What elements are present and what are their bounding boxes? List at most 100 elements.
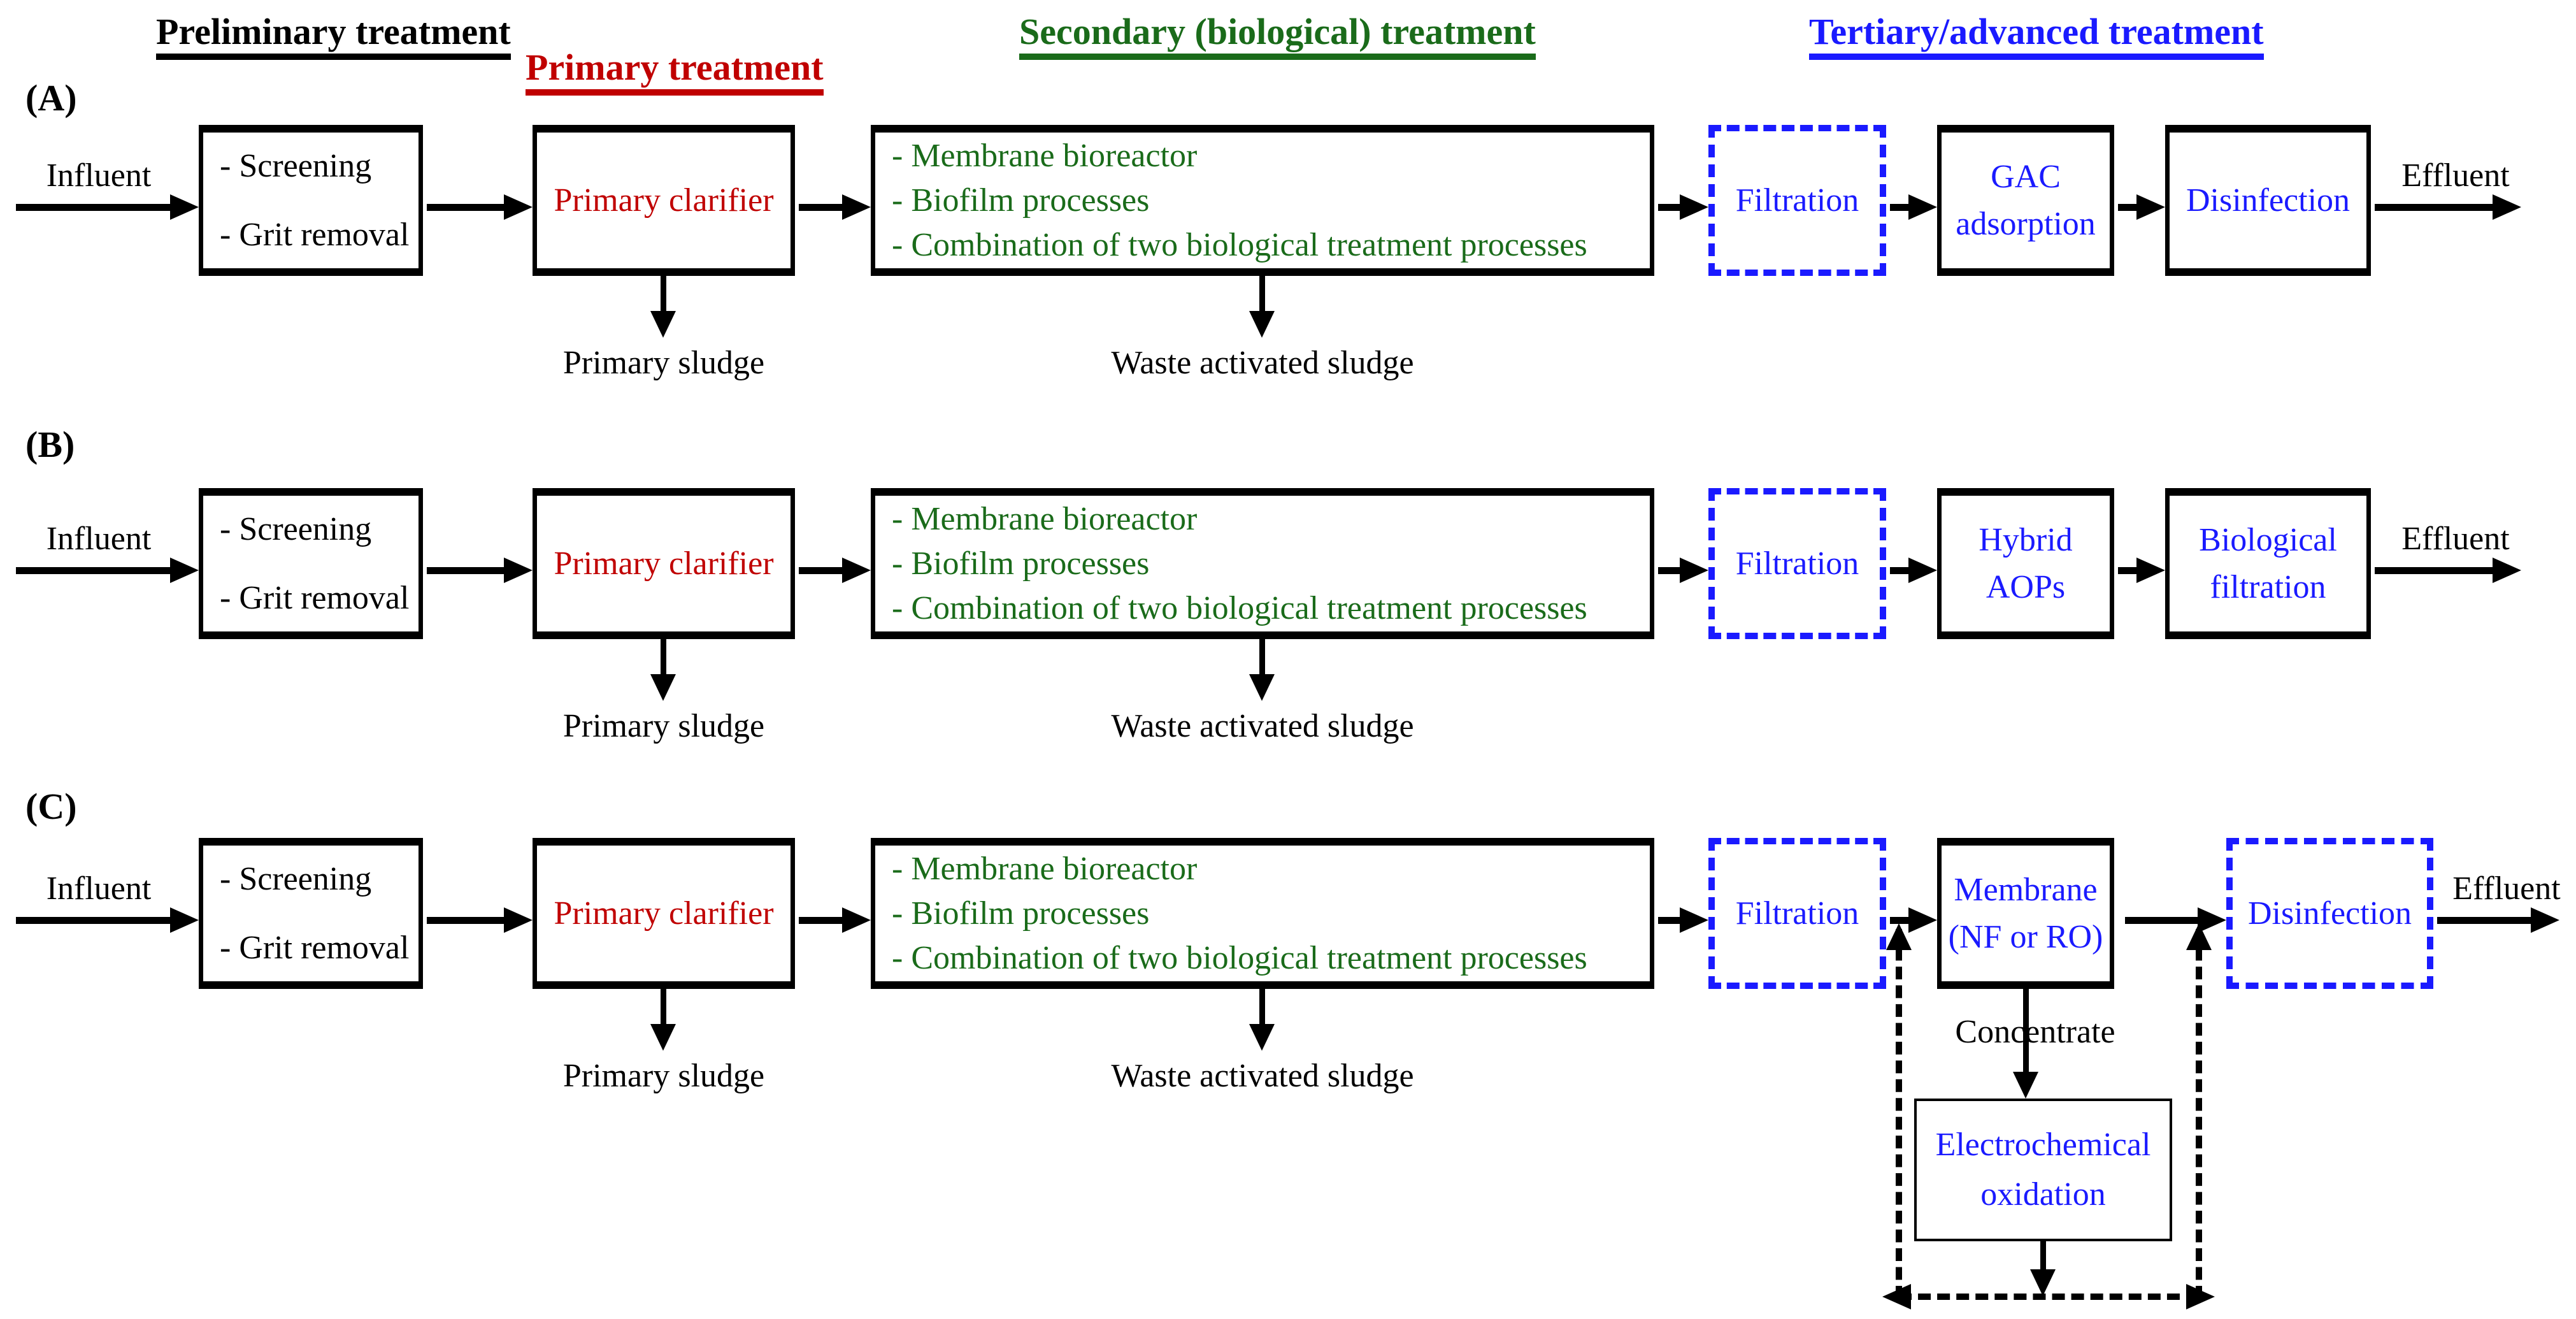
filtration-box: Filtration bbox=[1708, 838, 1886, 989]
preliminary-box: - Screening - Grit removal bbox=[199, 488, 423, 639]
influent-label: Influent bbox=[46, 521, 152, 557]
screening-line: - Screening bbox=[220, 147, 372, 184]
primary-sludge-arrow bbox=[661, 276, 666, 312]
screening-line: - Screening bbox=[220, 860, 372, 897]
arrow bbox=[427, 567, 504, 574]
combination-processes-line: - Combination of two biological treatmen… bbox=[892, 226, 1587, 263]
membrane-line: Membrane bbox=[1954, 871, 2098, 908]
biofilm-processes-line: - Biofilm processes bbox=[892, 545, 1150, 582]
recycle-dashed-line-right bbox=[2196, 929, 2202, 1299]
recycle-dashed-line-bottom bbox=[1899, 1294, 2199, 1300]
primary-sludge-label: Primary sludge bbox=[562, 708, 765, 744]
disinfection-label: Disinfection bbox=[2247, 895, 2412, 932]
filtration-box: Filtration bbox=[1708, 488, 1886, 639]
influent-label: Influent bbox=[46, 870, 152, 907]
filtration-box: Filtration bbox=[1708, 125, 1886, 276]
secondary-treatment-box: - Membrane bioreactor - Biofilm processe… bbox=[871, 838, 1654, 989]
electro-outlet-arrowhead bbox=[2030, 1269, 2056, 1296]
disinfection-box: Disinfection bbox=[2226, 838, 2433, 989]
influent-arrow bbox=[16, 917, 170, 924]
grit-removal-line: - Grit removal bbox=[220, 216, 410, 253]
arrowhead bbox=[842, 558, 871, 583]
waste-activated-sludge-arrow bbox=[1259, 989, 1265, 1025]
arrowhead bbox=[2136, 558, 2165, 583]
filtration-label: Filtration bbox=[1735, 545, 1859, 582]
arrow bbox=[799, 567, 842, 574]
effluent-label: Effluent bbox=[2401, 521, 2510, 557]
waste-activated-sludge-label: Waste activated sludge bbox=[1111, 345, 1414, 381]
arrow bbox=[2118, 567, 2136, 574]
arrow bbox=[799, 204, 842, 211]
arrowhead bbox=[842, 194, 871, 220]
concentrate-label: Concentrate bbox=[1955, 1014, 2115, 1050]
electrochemical-oxidation-box: Electrochemical oxidation bbox=[1914, 1099, 2172, 1241]
waste-activated-sludge-arrowhead bbox=[1249, 1024, 1275, 1051]
row-b-label: (B) bbox=[25, 424, 75, 465]
waste-activated-sludge-arrow bbox=[1259, 639, 1265, 675]
primary-clarifier-box: Primary clarifier bbox=[533, 838, 795, 989]
arrow bbox=[1658, 917, 1680, 924]
primary-sludge-arrowhead bbox=[650, 1024, 676, 1051]
influent-label: Influent bbox=[46, 157, 152, 194]
preliminary-box: - Screening - Grit removal bbox=[199, 838, 423, 989]
disinfection-box: Disinfection bbox=[2165, 125, 2371, 276]
primary-sludge-arrow bbox=[661, 639, 666, 675]
preliminary-box: - Screening - Grit removal bbox=[199, 125, 423, 276]
arrowhead bbox=[2136, 194, 2165, 220]
arrow bbox=[1890, 204, 1908, 211]
arrowhead bbox=[1908, 907, 1937, 933]
row-a-label: (A) bbox=[25, 77, 77, 119]
membrane-bioreactor-line: - Membrane bioreactor bbox=[892, 137, 1198, 174]
adsorption-line: adsorption bbox=[1956, 205, 2096, 242]
arrowhead bbox=[504, 907, 533, 933]
secondary-treatment-box: - Membrane bioreactor - Biofilm processe… bbox=[871, 125, 1654, 276]
gac-line: GAC bbox=[1991, 158, 2061, 195]
primary-sludge-arrowhead bbox=[650, 311, 676, 338]
hybrid-aops-box: Hybrid AOPs bbox=[1937, 488, 2114, 639]
influent-arrowhead bbox=[170, 194, 199, 220]
recycle-dashed-line-left bbox=[1896, 929, 1902, 1299]
waste-activated-sludge-arrowhead bbox=[1249, 674, 1275, 701]
arrowhead bbox=[1908, 558, 1937, 583]
waste-activated-sludge-label: Waste activated sludge bbox=[1111, 1058, 1414, 1094]
primary-clarifier-label: Primary clarifier bbox=[554, 182, 774, 219]
electro-outlet-arrow bbox=[2040, 1241, 2046, 1271]
primary-clarifier-label: Primary clarifier bbox=[554, 545, 774, 582]
nf-ro-line: (NF or RO) bbox=[1948, 918, 2103, 955]
hybrid-line: Hybrid bbox=[1979, 521, 2073, 558]
header-tertiary-treatment: Tertiary/advanced treatment bbox=[1809, 11, 2264, 60]
primary-sludge-label: Primary sludge bbox=[562, 345, 765, 381]
arrowhead bbox=[1680, 558, 1708, 583]
header-primary-treatment: Primary treatment bbox=[526, 47, 824, 96]
arrow bbox=[2125, 917, 2201, 924]
influent-arrowhead bbox=[170, 558, 199, 583]
effluent-arrow bbox=[2375, 567, 2493, 574]
primary-sludge-arrow bbox=[661, 989, 666, 1025]
biological-filtration-box: Biological filtration bbox=[2165, 488, 2371, 639]
membrane-bioreactor-line: - Membrane bioreactor bbox=[892, 850, 1198, 887]
arrowhead bbox=[1680, 907, 1708, 933]
recycle-left-arrowhead bbox=[1882, 1284, 1911, 1309]
concentrate-arrow bbox=[2023, 989, 2029, 1073]
grit-removal-line: - Grit removal bbox=[220, 579, 410, 616]
grit-removal-line: - Grit removal bbox=[220, 929, 410, 966]
effluent-arrowhead bbox=[2531, 907, 2559, 933]
influent-arrow bbox=[16, 204, 170, 211]
concentrate-arrowhead bbox=[2013, 1072, 2038, 1099]
header-preliminary-treatment: Preliminary treatment bbox=[156, 11, 511, 60]
aops-line: AOPs bbox=[1986, 568, 2066, 605]
arrowhead bbox=[1908, 194, 1937, 220]
arrow bbox=[427, 204, 504, 211]
screening-line: - Screening bbox=[220, 510, 372, 547]
primary-clarifier-box: Primary clarifier bbox=[533, 125, 795, 276]
arrowhead bbox=[504, 194, 533, 220]
primary-clarifier-label: Primary clarifier bbox=[554, 895, 774, 932]
disinfection-label: Disinfection bbox=[2186, 182, 2351, 219]
oxidation-line: oxidation bbox=[1980, 1176, 2106, 1213]
biological-line: Biological bbox=[2199, 521, 2337, 558]
electrochemical-line: Electrochemical bbox=[1935, 1127, 2151, 1163]
arrowhead bbox=[842, 907, 871, 933]
filtration-label: Filtration bbox=[1735, 182, 1859, 219]
effluent-label: Effluent bbox=[2401, 157, 2510, 194]
